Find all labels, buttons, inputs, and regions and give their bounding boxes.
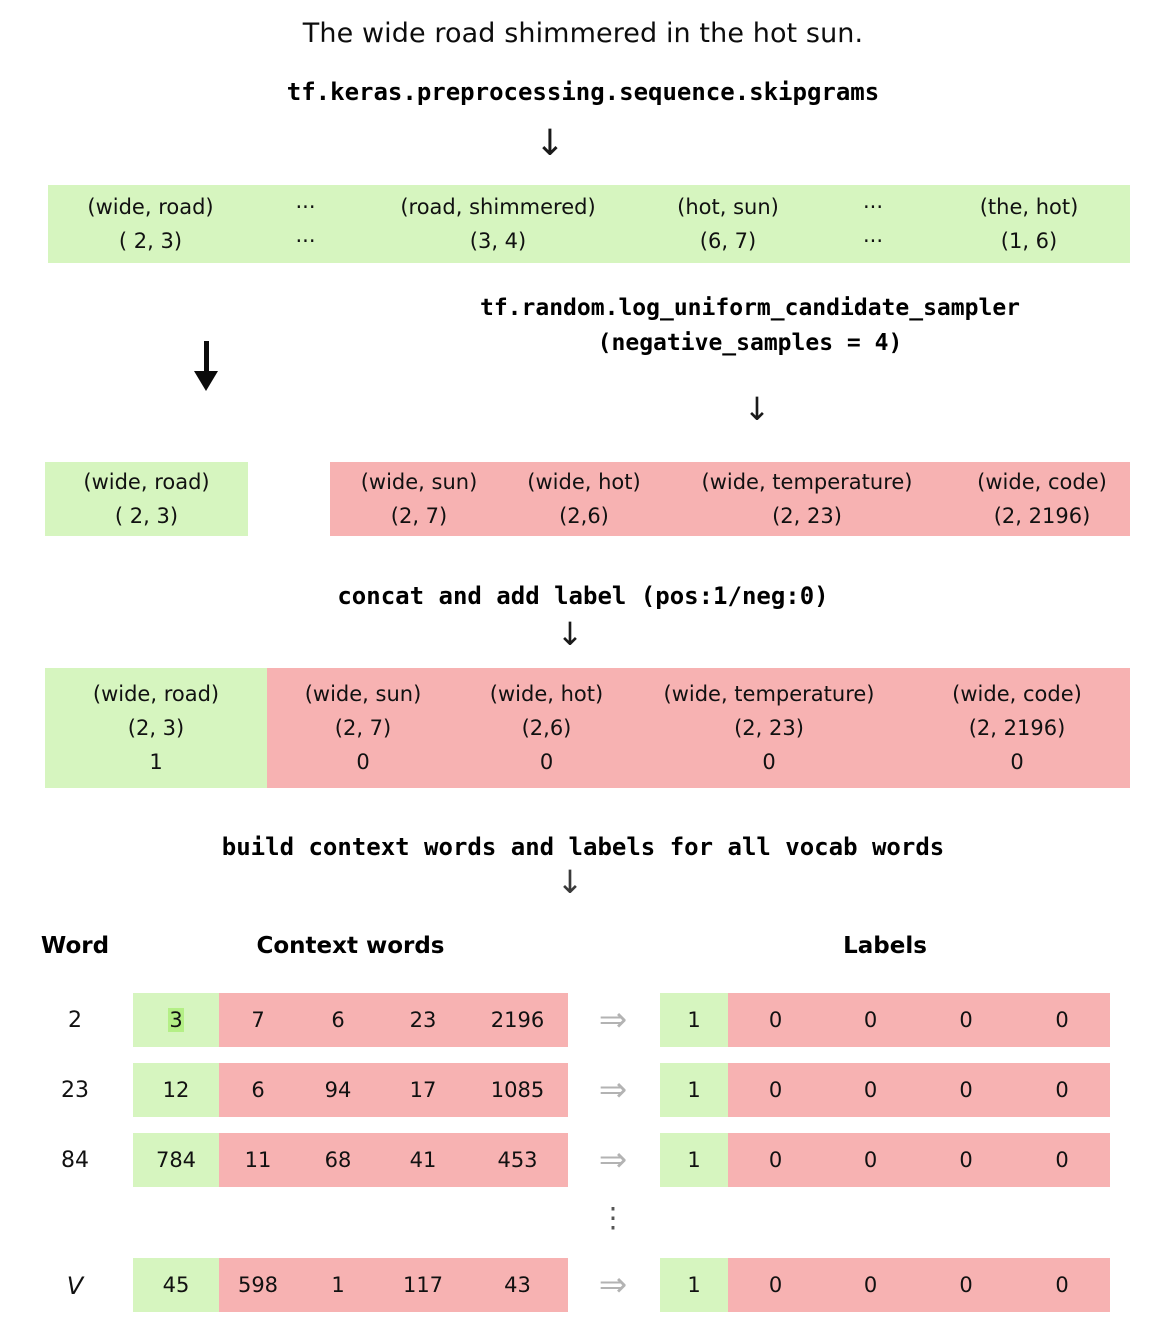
context-positive-cell: 784 bbox=[155, 1148, 197, 1172]
table-row-word-label: V bbox=[66, 1272, 84, 1300]
context-negative-cell: 68 bbox=[324, 1148, 352, 1172]
context-negative-cell: 2196 bbox=[490, 1008, 545, 1032]
double-right-arrow-icon: ⇒ bbox=[598, 1070, 628, 1110]
example-sentence: The wide road shimmered in the hot sun. bbox=[302, 18, 864, 49]
context-negative-cell: 6 bbox=[331, 1008, 345, 1032]
labels-negative-cell: 0 bbox=[863, 1078, 878, 1102]
labels-negative-cell: 0 bbox=[863, 1148, 878, 1172]
context-negative-cell: 43 bbox=[504, 1273, 531, 1297]
concat-negative-cell: (wide, hot) (2,6) 0 bbox=[489, 681, 604, 774]
table-header-labels: Labels bbox=[843, 933, 927, 959]
down-arrow-icon-2: ↓ bbox=[743, 390, 771, 428]
table-row-word-label: 23 bbox=[61, 1078, 89, 1103]
double-right-arrow-icon: ⇒ bbox=[598, 1265, 628, 1305]
context-negative-cell: 1085 bbox=[490, 1078, 545, 1102]
context-negative-cell: 94 bbox=[324, 1078, 352, 1102]
skipgram-cell: (hot, sun) (6, 7) bbox=[677, 194, 779, 253]
context-negative-cell: 117 bbox=[402, 1273, 444, 1297]
labels-negative-cell: 0 bbox=[863, 1273, 878, 1297]
concat-step-label: concat and add label (pos:1/neg:0) bbox=[337, 582, 829, 610]
labels-negative-cell: 0 bbox=[768, 1273, 783, 1297]
negative-pair-cell: (wide, sun) (2, 7) bbox=[360, 469, 478, 528]
positive-pair-cell: (wide, road) ( 2, 3) bbox=[83, 469, 210, 528]
labels-positive-cell: 1 bbox=[687, 1148, 701, 1172]
context-negative-cell: 23 bbox=[409, 1008, 437, 1032]
labels-positive-cell-wrap: 1 bbox=[660, 1063, 728, 1117]
labels-negative-cell: 0 bbox=[959, 1008, 973, 1032]
labels-positive-cell: 1 bbox=[687, 1078, 701, 1102]
sampler-api-label-line1: tf.random.log_uniform_candidate_sampler bbox=[479, 295, 1021, 321]
context-negative-cell: 7 bbox=[251, 1008, 265, 1032]
labels-negative-cell: 0 bbox=[1055, 1273, 1069, 1297]
down-arrow-icon-3: ↓ bbox=[556, 615, 584, 653]
context-negative-cell: 11 bbox=[244, 1148, 272, 1172]
labels-positive-cell: 1 bbox=[687, 1008, 701, 1032]
labels-positive-cell: 1 bbox=[687, 1273, 701, 1297]
context-positive-cell-wrap: 12 bbox=[133, 1063, 219, 1117]
table-header-word: Word bbox=[40, 933, 110, 959]
labels-negative-cell: 0 bbox=[959, 1273, 973, 1297]
labels-negatives-band: 0 0 0 0 bbox=[728, 1258, 1110, 1312]
labels-negative-cell: 0 bbox=[1055, 1008, 1069, 1032]
positive-pair-box: (wide, road) ( 2, 3) bbox=[45, 462, 248, 536]
concat-negative-cell: (wide, temperature) (2, 23) 0 bbox=[663, 681, 875, 774]
skipgram-cell: (wide, road) ( 2, 3) bbox=[87, 194, 214, 253]
context-negative-cell: 598 bbox=[237, 1273, 279, 1297]
table-row-word-label: 84 bbox=[61, 1148, 89, 1173]
labels-negative-cell: 0 bbox=[1055, 1148, 1069, 1172]
concat-negative-cell: (wide, sun) (2, 7) 0 bbox=[304, 681, 422, 774]
negative-pair-cell: (wide, temperature) (2, 23) bbox=[701, 469, 913, 528]
labels-negative-cell: 0 bbox=[863, 1008, 878, 1032]
context-positive-cell: 3 bbox=[168, 1008, 184, 1032]
sampler-api-label-line2: (negative_samples = 4) bbox=[597, 330, 903, 356]
context-negative-cell: 1 bbox=[331, 1273, 345, 1297]
context-negatives-band: 11 68 41 453 bbox=[219, 1133, 568, 1187]
skipgram-cell-ellipsis: ··· ··· bbox=[295, 194, 316, 253]
skipgram-cell-ellipsis: ··· ··· bbox=[862, 194, 884, 253]
context-negative-cell: 6 bbox=[251, 1078, 265, 1102]
labels-negatives-band: 0 0 0 0 bbox=[728, 1133, 1110, 1187]
labels-positive-cell-wrap: 1 bbox=[660, 993, 728, 1047]
concat-negative-segment: (wide, sun) (2, 7) 0 (wide, hot) (2,6) 0… bbox=[267, 668, 1130, 788]
labels-negative-cell: 0 bbox=[768, 1148, 783, 1172]
context-positive-cell: 45 bbox=[162, 1273, 190, 1297]
context-negatives-band: 598 1 117 43 bbox=[219, 1258, 568, 1312]
skipgram-cell: (the, hot) (1, 6) bbox=[979, 194, 1079, 253]
context-positive-cell: 12 bbox=[162, 1078, 190, 1102]
vertical-ellipsis-icon: ⋮ bbox=[599, 1201, 627, 1234]
context-positive-cell-wrap: 45 bbox=[133, 1258, 219, 1312]
down-arrow-icon-4: ↓ bbox=[556, 863, 584, 901]
negative-samples-band: (wide, sun) (2, 7) (wide, hot) (2,6) (wi… bbox=[330, 462, 1130, 536]
concat-positive-segment: (wide, road) (2, 3) 1 bbox=[45, 668, 267, 788]
double-right-arrow-icon: ⇒ bbox=[598, 1000, 628, 1040]
table-row-word-label: 2 bbox=[68, 1008, 82, 1033]
context-positive-cell-wrap: 784 bbox=[133, 1133, 219, 1187]
labels-positive-cell-wrap: 1 bbox=[660, 1133, 728, 1187]
context-negatives-band: 7 6 23 2196 bbox=[219, 993, 568, 1047]
concat-positive-cell: (wide, road) (2, 3) 1 bbox=[92, 681, 220, 774]
labels-negative-cell: 0 bbox=[1055, 1078, 1069, 1102]
negative-pair-cell: (wide, code) (2, 2196) bbox=[977, 469, 1107, 528]
labels-negative-cell: 0 bbox=[959, 1148, 973, 1172]
context-negative-cell: 453 bbox=[497, 1148, 538, 1172]
down-arrow-icon-1: ↓ bbox=[534, 123, 566, 164]
table-header-context-words: Context words bbox=[256, 933, 445, 959]
skipgram-pairs-band: (wide, road) ( 2, 3) ··· ··· (road, shim… bbox=[48, 185, 1130, 263]
labels-negatives-band: 0 0 0 0 bbox=[728, 1063, 1110, 1117]
labels-negatives-band: 0 0 0 0 bbox=[728, 993, 1110, 1047]
context-positive-cell-wrap: 3 bbox=[133, 993, 219, 1047]
context-negative-cell: 41 bbox=[409, 1148, 437, 1172]
negative-pair-cell: (wide, hot) (2,6) bbox=[527, 469, 641, 528]
labels-negative-cell: 0 bbox=[768, 1078, 783, 1102]
labels-negative-cell: 0 bbox=[768, 1008, 783, 1032]
skipgram-cell: (road, shimmered) (3, 4) bbox=[400, 194, 596, 253]
concat-negative-cell: (wide, code) (2, 2196) 0 bbox=[952, 681, 1082, 774]
context-negative-cell: 17 bbox=[409, 1078, 437, 1102]
double-right-arrow-icon: ⇒ bbox=[598, 1140, 628, 1180]
skipgrams-api-label: tf.keras.preprocessing.sequence.skipgram… bbox=[286, 78, 880, 106]
context-negatives-band: 6 94 17 1085 bbox=[219, 1063, 568, 1117]
labels-positive-cell-wrap: 1 bbox=[660, 1258, 728, 1312]
build-step-label: build context words and labels for all v… bbox=[221, 833, 945, 861]
labels-negative-cell: 0 bbox=[959, 1078, 973, 1102]
